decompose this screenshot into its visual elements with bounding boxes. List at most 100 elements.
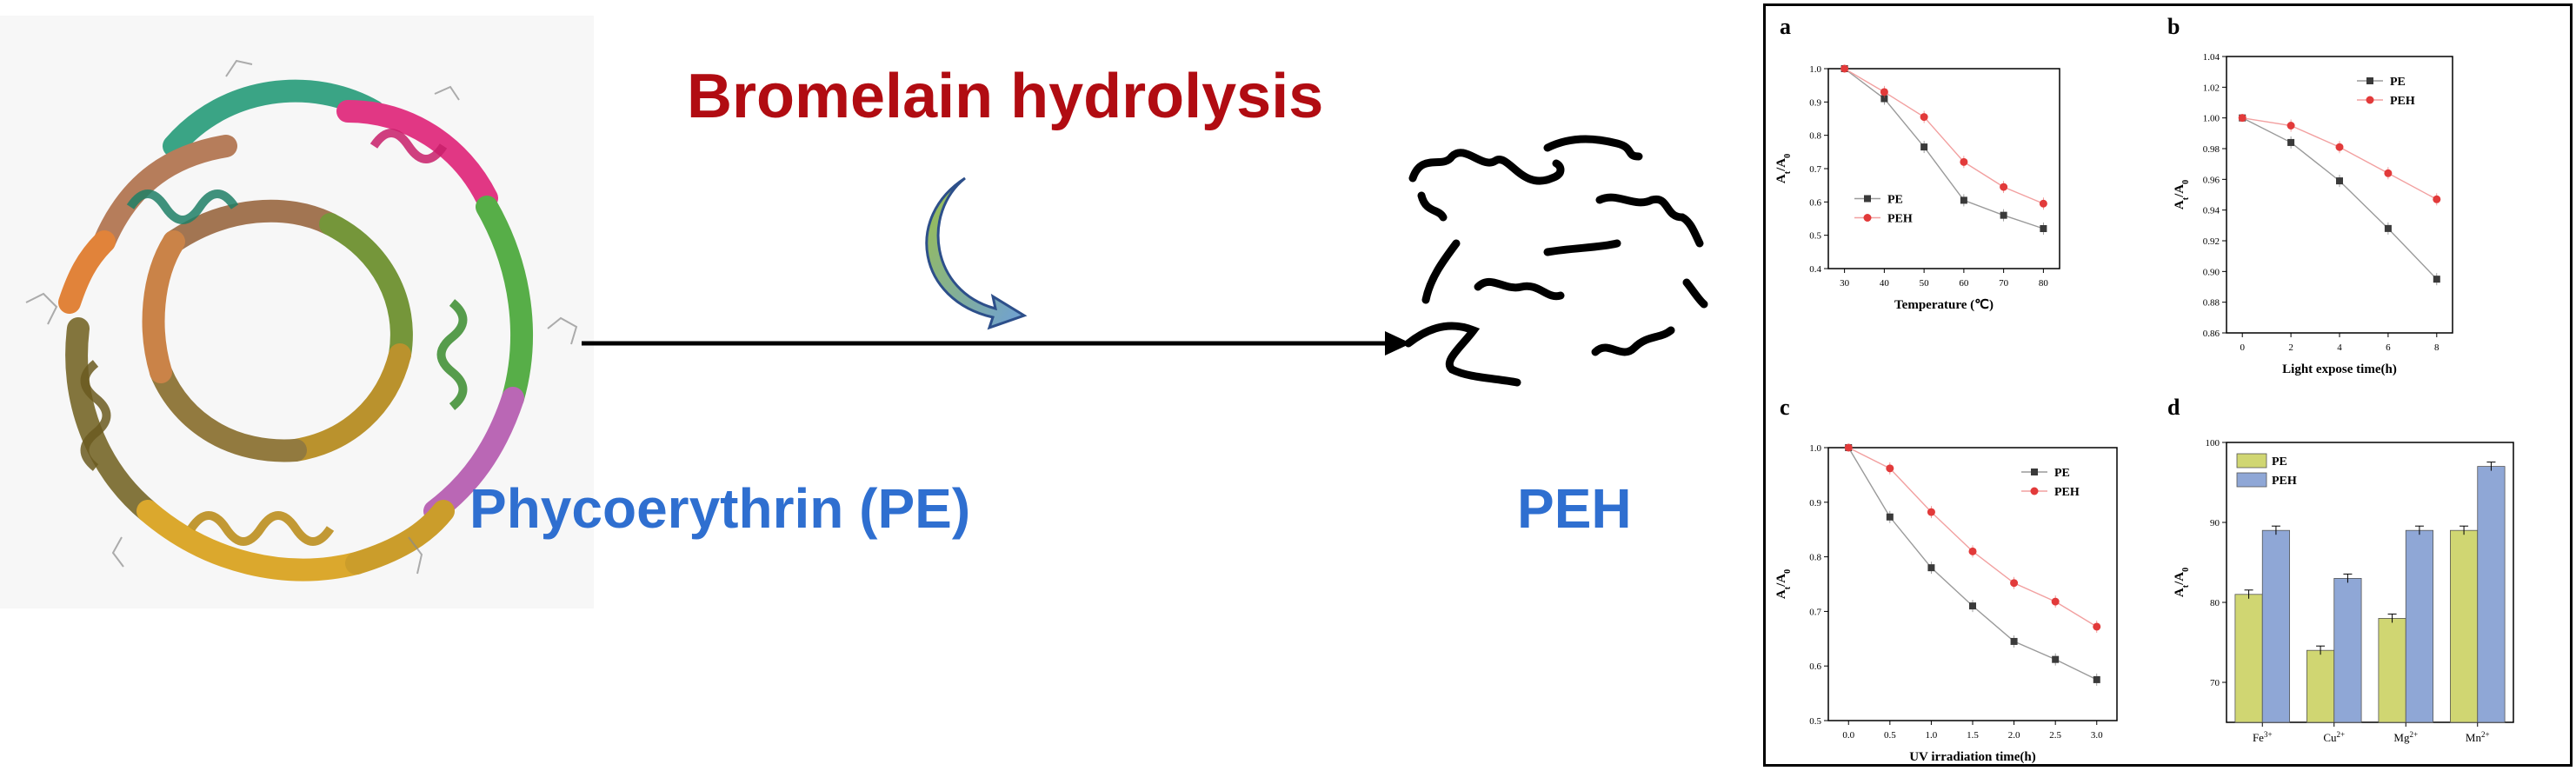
legend-marker	[2030, 487, 2039, 495]
process-label: Bromelain hydrolysis	[687, 62, 1324, 131]
data-point	[2336, 177, 2343, 185]
chart-panel-b: b0.860.880.900.920.940.960.981.001.021.0…	[2167, 14, 2453, 376]
y-tick-label: 0.9	[1809, 498, 1821, 508]
x-tick-label: 2.0	[2008, 730, 2020, 741]
bar-PEH	[2477, 466, 2506, 723]
y-tick-label: 0.7	[1809, 164, 1821, 175]
y-tick-label: 0.5	[1809, 231, 1821, 242]
data-point	[2010, 579, 2019, 588]
legend-marker	[1863, 214, 1872, 222]
y-tick-label: 0.94	[2203, 206, 2220, 216]
y-tick-label: 100	[2206, 438, 2220, 449]
x-axis-label: UV irradiation time(h)	[1909, 750, 2036, 764]
plot-frame	[1827, 68, 2060, 269]
y-tick-label: 0.86	[2203, 329, 2220, 339]
data-point	[2433, 276, 2440, 283]
data-point	[2384, 224, 2392, 232]
x-tick-label: 60	[1959, 278, 1969, 289]
data-point	[2238, 114, 2247, 123]
data-point	[2093, 622, 2101, 631]
x-tick-label: Mn2+	[2466, 730, 2490, 744]
y-tick-label: 1.04	[2203, 52, 2220, 63]
data-point	[1840, 64, 1849, 73]
legend-marker	[2366, 77, 2373, 84]
y-tick-label: 0.9	[1809, 97, 1821, 108]
data-point	[2433, 195, 2441, 203]
legend-label: PEH	[2054, 486, 2080, 499]
legend-label: PE	[2390, 76, 2406, 89]
data-point	[2286, 122, 2295, 130]
bar-PE	[2450, 529, 2479, 723]
y-tick-label: 0.7	[1809, 607, 1821, 617]
y-tick-label: 1.02	[2203, 83, 2220, 93]
y-axis-label: At/A0	[2173, 180, 2191, 209]
series-line-PEH	[2242, 116, 2438, 200]
plot-frame	[2226, 442, 2514, 723]
x-tick-label: 6	[2386, 342, 2391, 353]
x-axis-label: Light expose time(h)	[2282, 362, 2397, 376]
legend-marker	[2031, 469, 2038, 475]
y-tick-label: 70	[2210, 678, 2220, 688]
y-tick-label: 1.0	[1809, 443, 1821, 454]
x-axis-label: Temperature (℃)	[1894, 298, 1994, 312]
x-tick-label: 1.5	[1967, 730, 1979, 741]
legend-swatch	[2236, 472, 2267, 488]
bar-PEH	[2333, 578, 2362, 723]
legend-marker	[1864, 195, 1871, 203]
x-tick-label: 0.5	[1884, 730, 1896, 741]
data-point	[2335, 143, 2344, 151]
reaction-arrow	[582, 331, 1411, 356]
x-tick-label: 30	[1840, 278, 1850, 289]
data-point	[1968, 547, 1977, 555]
data-point	[1886, 464, 1894, 473]
y-tick-label: 0.88	[2203, 298, 2220, 309]
x-tick-label: 40	[1880, 278, 1890, 289]
legend-label: PE	[1887, 194, 1903, 207]
y-tick-label: 1.00	[2203, 114, 2220, 124]
y-axis-label: At/A0	[2173, 568, 2191, 597]
bar-PE	[2378, 618, 2406, 723]
y-tick-label: 80	[2210, 598, 2220, 608]
peptide-fragments-drawing	[1404, 135, 1708, 387]
panel-letter: d	[2167, 395, 2180, 420]
bar-PE	[2306, 649, 2335, 723]
plot-frame	[2226, 56, 2453, 334]
x-tick-label: 50	[1920, 278, 1930, 289]
legend-label: PEH	[2390, 95, 2415, 108]
data-point	[1960, 196, 1967, 204]
data-point	[1920, 143, 1928, 151]
series-line-PE	[1847, 447, 2098, 681]
panel-letter: a	[1780, 14, 1791, 39]
legend-label: PEH	[2272, 475, 2297, 488]
x-tick-label: Fe3+	[2253, 730, 2273, 744]
data-point	[2039, 199, 2047, 208]
y-tick-label: 0.4	[1809, 264, 1821, 275]
legend-label: PEH	[1887, 213, 1913, 226]
data-point	[1844, 443, 1853, 452]
y-tick-label: 90	[2210, 518, 2220, 528]
protein-ring-drawing	[25, 59, 578, 582]
y-tick-label: 0.6	[1809, 197, 1821, 208]
y-axis-label: At/A0	[1774, 569, 1793, 599]
legend-swatch	[2236, 453, 2267, 469]
data-point	[2093, 675, 2100, 683]
data-point	[1880, 95, 1888, 103]
y-axis-label: At/A0	[1774, 154, 1793, 183]
x-tick-label: 0	[2240, 342, 2245, 353]
panel-letter: b	[2167, 14, 2180, 39]
series-line-PEH	[1844, 68, 2044, 204]
legend-label: PE	[2054, 467, 2070, 480]
y-tick-label: 0.92	[2203, 236, 2220, 247]
data-point	[2287, 138, 2295, 146]
series-line-PE	[1844, 68, 2044, 229]
y-tick-label: 0.8	[1809, 131, 1821, 142]
x-tick-label: Mg2+	[2393, 730, 2418, 744]
data-point	[1880, 88, 1888, 96]
data-point	[1960, 157, 1968, 166]
y-tick-label: 1.0	[1809, 64, 1821, 75]
y-tick-label: 0.98	[2203, 144, 2220, 155]
